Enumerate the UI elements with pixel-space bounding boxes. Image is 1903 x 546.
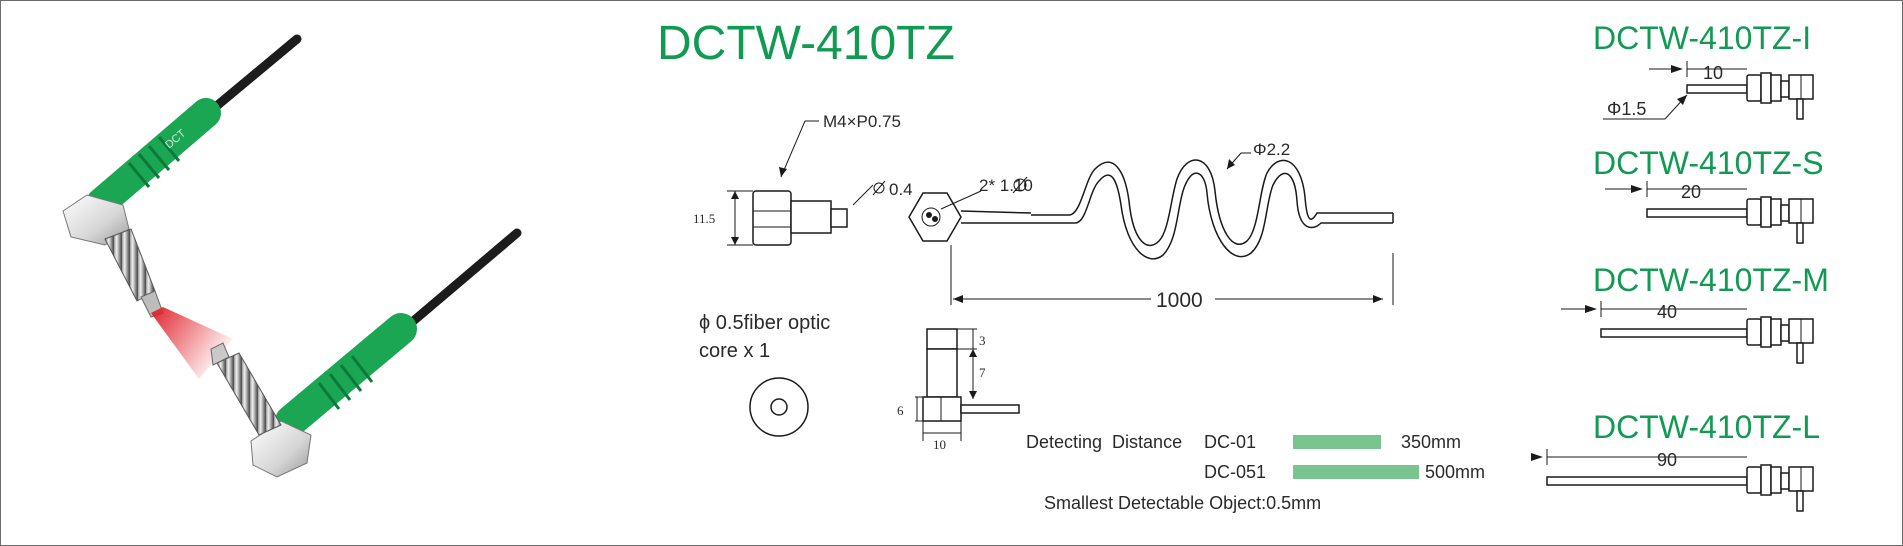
product-photo: DCT: [62, 34, 522, 478]
sensor-head-front: [752, 190, 792, 246]
detect-model-0: DC-01: [1204, 432, 1256, 452]
variant-i: DCTW-410TZ-I 10 Φ1.5: [1593, 20, 1811, 120]
front-view-drawing: M4×P0.75 11.5 0.4: [693, 112, 913, 246]
variant-s: DCTW-410TZ-S 20: [1593, 145, 1824, 218]
detecting-distance: Detecting Distance DC-01 350mm DC-051 50…: [1026, 432, 1485, 513]
variant-length-3: 90: [1657, 450, 1677, 470]
detect-value-1: 500mm: [1425, 462, 1485, 482]
variant-length-0: 10: [1703, 63, 1723, 83]
tip-diameter-label: 0.4: [889, 180, 913, 199]
variant-length-1: 20: [1681, 182, 1701, 202]
cable-coil-drawing: 2* 1.10 Φ2.2 1000: [908, 140, 1394, 312]
lower-thread: [216, 352, 282, 436]
variant-name-1: DCTW-410TZ-S: [1593, 145, 1824, 181]
variant-extra-0: Φ1.5: [1607, 99, 1646, 119]
core-note-line2: core x 1: [699, 340, 770, 362]
lower-black-cable: [406, 228, 522, 328]
detect-value-0: 350mm: [1401, 432, 1461, 452]
cable-diameter-label: Φ2.2: [1253, 140, 1290, 159]
detect-model-1: DC-051: [1204, 462, 1266, 482]
variant-hardware: [1746, 72, 1814, 512]
variant-length-2: 40: [1657, 302, 1677, 322]
lower-fiber-head: [210, 228, 522, 478]
thread-label: M4×P0.75: [823, 112, 901, 131]
side-top-label: 3: [979, 333, 986, 348]
variant-name-3: DCTW-410TZ-L: [1593, 409, 1820, 445]
side-height-label: 6: [897, 403, 904, 418]
diameter-symbol: ϕ: [699, 312, 716, 334]
variant-hardware-l: [1746, 464, 1814, 512]
product-title: DCTW-410TZ: [657, 17, 955, 70]
side-width-label: 10: [933, 437, 946, 452]
core-note-line1: 0.5fiber optic: [716, 312, 831, 334]
height-label: 11.5: [693, 211, 715, 226]
lower-hex-nut: [250, 420, 312, 478]
detect-bar-1: [1293, 465, 1419, 479]
variant-hardware-i: [1746, 72, 1814, 120]
variant-name-2: DCTW-410TZ-M: [1593, 262, 1829, 298]
side-total-label: 7: [979, 365, 986, 380]
variant-hardware-m: [1746, 316, 1814, 364]
upper-thread: [104, 228, 156, 302]
core-note: ϕ 0.5fiber optic core x 1: [699, 312, 830, 437]
hole-spec-label: 2* 1.10: [979, 176, 1033, 195]
upper-fiber-head: DCT: [62, 34, 302, 318]
side-view-drawing: 3 7 6 10: [897, 328, 1020, 452]
variant-hardware-s: [1746, 196, 1814, 244]
cable-length-label: 1000: [1156, 289, 1203, 312]
variant-name-0: DCTW-410TZ-I: [1593, 20, 1811, 56]
detecting-label: Detecting Distance: [1026, 432, 1182, 452]
detect-bar-0: [1293, 435, 1381, 449]
lower-green-sleeve: [275, 313, 417, 437]
svg-text:ϕ 0.5fiber optic: ϕ 0.5fiber optic: [699, 312, 830, 334]
fiber-core-inner: [770, 398, 788, 416]
upper-green-sleeve: [86, 98, 221, 218]
smallest-object-label: Smallest Detectable Object:0.5mm: [1044, 493, 1321, 513]
upper-hex-nut: [62, 194, 130, 246]
fiber-core-outer: [749, 377, 809, 437]
